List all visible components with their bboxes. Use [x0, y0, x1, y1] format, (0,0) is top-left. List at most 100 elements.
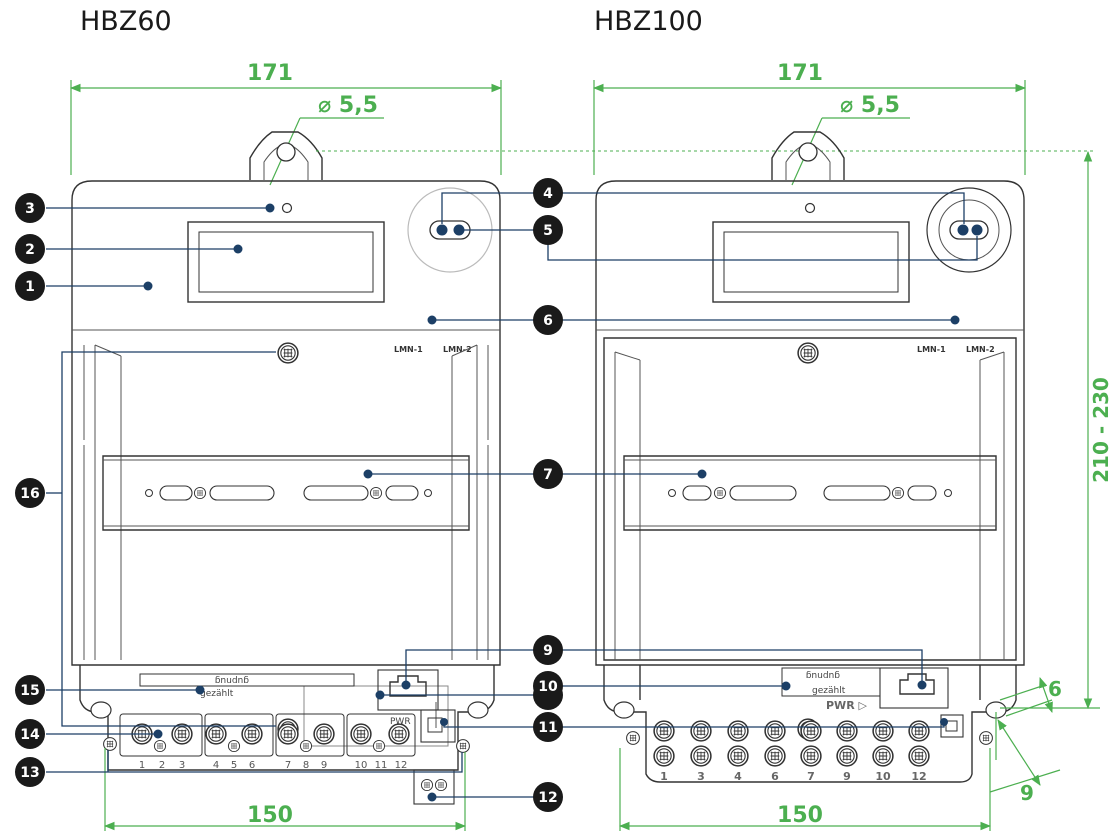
callout-label: 10	[538, 679, 558, 695]
leader-dot-8	[375, 690, 385, 700]
leader-dot-14	[153, 729, 163, 739]
side-screw-a-right	[626, 731, 640, 745]
cover-screw-top-left	[277, 342, 299, 364]
dim-height: 210 - 230	[1089, 377, 1113, 483]
terminal-screw-7-left	[277, 723, 299, 745]
terminal-screw-4-left	[205, 723, 227, 745]
dim-150-left: 150	[247, 803, 293, 828]
dim-171-left: 171	[247, 61, 293, 86]
pwr-box-left	[377, 669, 439, 711]
term-num-left: 3	[179, 760, 185, 771]
leader-dot-9a	[401, 680, 411, 690]
display-right	[712, 221, 910, 303]
term-num-right: 7	[807, 770, 815, 783]
mount-slot-left-b	[467, 701, 489, 719]
leader-4	[441, 192, 965, 224]
leader-dot-6b	[950, 315, 960, 325]
din-slot-d-right	[907, 485, 937, 501]
side-screw-b-left	[456, 739, 470, 753]
hanging-tab-right	[771, 131, 845, 180]
terminal-screw-12-right	[908, 720, 930, 742]
housing-left	[71, 180, 501, 666]
din-bar-right	[623, 455, 997, 531]
frame-right	[603, 337, 1017, 661]
terminal-screw-1b-right	[653, 745, 675, 767]
dim-6-ext-a	[999, 684, 1046, 701]
terminal-small-5-left	[227, 739, 241, 753]
leader-dot-7a	[363, 469, 373, 479]
pwr-box-right	[879, 667, 949, 709]
pwr-connector-left	[389, 675, 427, 697]
plate-top-right: gupnug	[806, 670, 840, 680]
term-num-right: 10	[875, 770, 891, 783]
callout-label: 1	[25, 279, 35, 295]
leader-dot-3	[265, 203, 275, 213]
term-num-right: 4	[734, 770, 742, 783]
leader-dot-11b	[940, 718, 948, 726]
term-num-right: 3	[697, 770, 705, 783]
callout-14: 14	[15, 719, 45, 749]
display-inner-left	[198, 231, 374, 293]
term-num-right: 1	[660, 770, 668, 783]
terminal-screw-10-right	[872, 720, 894, 742]
callout-label: 9	[543, 643, 553, 659]
terminal-housing-left	[79, 665, 495, 771]
lmn1-left: LMN-1	[394, 345, 423, 354]
leader-dot-10	[781, 681, 791, 691]
terminal-group-left-4	[346, 713, 416, 757]
callout-4: 4	[533, 178, 563, 208]
term-num-left: 6	[249, 760, 255, 771]
din-pin-a-left	[145, 489, 153, 497]
callout-label: 5	[543, 223, 553, 239]
callout-label: 3	[25, 201, 35, 217]
plate-bottom-right: gezählt	[812, 686, 846, 696]
callout-15: 15	[15, 675, 45, 705]
terminal-group-left-1	[119, 713, 203, 757]
term-num-left: 4	[213, 760, 219, 771]
callout-label: 2	[25, 242, 35, 258]
din-slot-c-left	[303, 485, 369, 501]
callout-label: 11	[538, 720, 557, 736]
module-box-left	[420, 709, 456, 743]
module-box-right	[940, 714, 964, 738]
terminal-small-2-left	[153, 739, 167, 753]
mount-slot-right-a	[613, 701, 635, 719]
din-slot-a-left	[159, 485, 193, 501]
callout-2: 2	[15, 234, 45, 264]
leader-dot-15	[195, 685, 205, 695]
mount-slot-left-a	[90, 701, 112, 719]
terminal-screw-4-right	[727, 720, 749, 742]
dim-diameter-left: ⌀ 5,5	[318, 93, 378, 118]
din-pin-a-right	[668, 489, 676, 497]
din-slot-b-left	[209, 485, 275, 501]
callout-label: 15	[20, 683, 39, 699]
callout-1: 1	[15, 271, 45, 301]
display-inner-right	[723, 231, 899, 293]
terminal-screw-6b-right	[764, 745, 786, 767]
callout-3: 3	[15, 193, 45, 223]
leader-dot-6a	[427, 315, 437, 325]
module-inner-left	[427, 717, 443, 733]
terminal-numbers-left: 1 2 3 4 5 6 7 8 9 10 11 12	[139, 760, 408, 771]
model-title-right: HBZ100	[594, 6, 703, 37]
dim-150-right: 150	[777, 803, 823, 828]
display-left	[187, 221, 385, 303]
terminal-screw-10b-right	[872, 745, 894, 767]
aux-terminal-left	[413, 769, 455, 805]
rail-right-b	[979, 351, 1005, 660]
model-title-left: HBZ60	[80, 6, 172, 37]
pwr-connector-right	[899, 673, 935, 695]
led-left	[281, 202, 293, 214]
pwr-label-right: PWR ▷	[826, 699, 867, 712]
terminal-screw-9-left	[313, 723, 335, 745]
terminal-numbers-right: 1 3 4 6 7 9 10 12	[660, 770, 926, 783]
term-num-right: 6	[771, 770, 779, 783]
din-screw-b-right	[891, 486, 905, 500]
terminal-screws-right	[653, 720, 930, 767]
din-screw-b-left	[369, 486, 383, 500]
meter-right: 171 ⌀ 5,5 LMN-1 LMN-2	[316, 61, 1113, 831]
callout-12: 12	[533, 782, 563, 812]
optical-dot-a-left	[436, 224, 448, 236]
callout-11: 11	[533, 712, 563, 742]
